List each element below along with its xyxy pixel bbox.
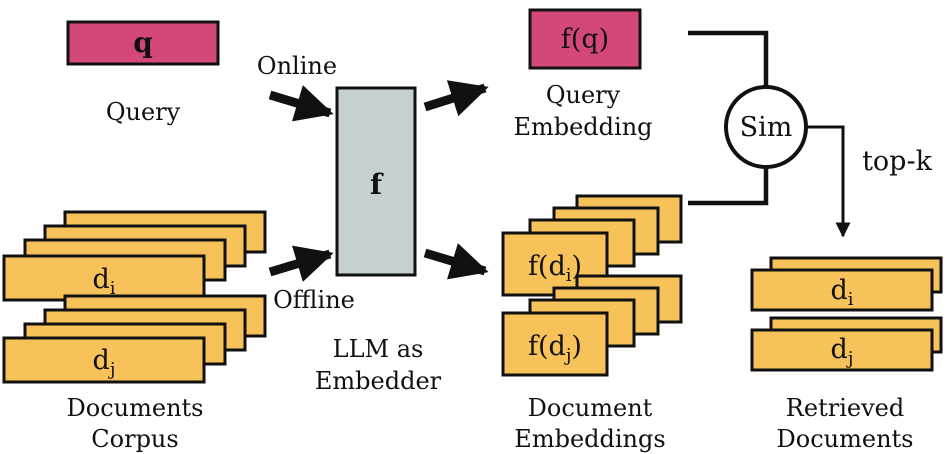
doc-embeddings-caption-line1: Document <box>528 394 653 422</box>
query-box <box>66 20 220 66</box>
embedder-box-label: f <box>370 168 384 201</box>
retrieved-documents: di dj Retrieved Documents <box>750 256 943 453</box>
doc-i-card <box>2 254 206 302</box>
query-embedding-caption-line1: Query <box>546 81 621 109</box>
query-box-label: q <box>133 26 153 59</box>
doc-j-card <box>2 336 206 384</box>
retrieved-i-label: di <box>830 275 853 310</box>
emb-i-card <box>501 231 609 297</box>
document-embeddings: f(di) f(dj) Document Embeddings <box>501 194 683 453</box>
emb-i-label: f(di) <box>528 251 582 286</box>
doc-j-label: dj <box>93 345 116 380</box>
retrieved-j-label: dj <box>831 334 854 369</box>
query-node: q Query <box>66 20 220 126</box>
topk-arrow <box>806 125 851 238</box>
query-embedding-label: f(q) <box>561 24 609 55</box>
corpus-caption-line2: Corpus <box>91 425 178 453</box>
embedder-node: f LLM as Embedder <box>315 86 442 395</box>
query-embedding-box <box>528 8 642 70</box>
embedder-box <box>335 86 417 277</box>
query-embedding-node: f(q) Query Embedding <box>513 8 653 141</box>
docs-to-sim-line <box>688 166 769 206</box>
embedder-caption-line1: LLM as <box>333 335 424 363</box>
corpus-caption-line1: Documents <box>67 394 204 422</box>
documents-corpus: di dj Documents Corpus <box>2 210 267 453</box>
doc-i-label: di <box>92 264 115 299</box>
online-label: Online <box>257 52 337 80</box>
emb-j-card <box>501 311 609 377</box>
sim-label: Sim <box>740 112 793 143</box>
retrieved-caption-line2: Documents <box>777 425 914 453</box>
emb-j-label: f(dj) <box>528 331 582 366</box>
embedder-caption-line2: Embedder <box>315 367 442 395</box>
retrieved-i-card <box>750 268 934 312</box>
offline-label: Offline <box>273 286 355 314</box>
retrieved-caption-line1: Retrieved <box>786 394 904 422</box>
sim-circle <box>724 85 808 169</box>
online-arrow <box>268 85 334 122</box>
query-embed-arrow <box>423 80 489 117</box>
query-caption: Query <box>106 98 181 126</box>
query-to-sim-line <box>688 30 769 88</box>
similarity-node: Sim top-k <box>724 85 933 177</box>
topk-label: top-k <box>862 146 933 177</box>
doc-embed-arrow <box>423 243 489 280</box>
offline-arrow <box>268 245 334 282</box>
query-embedding-caption-line2: Embedding <box>513 113 652 141</box>
doc-embeddings-caption-line2: Embeddings <box>514 425 665 453</box>
retrieved-j-card <box>750 328 934 372</box>
